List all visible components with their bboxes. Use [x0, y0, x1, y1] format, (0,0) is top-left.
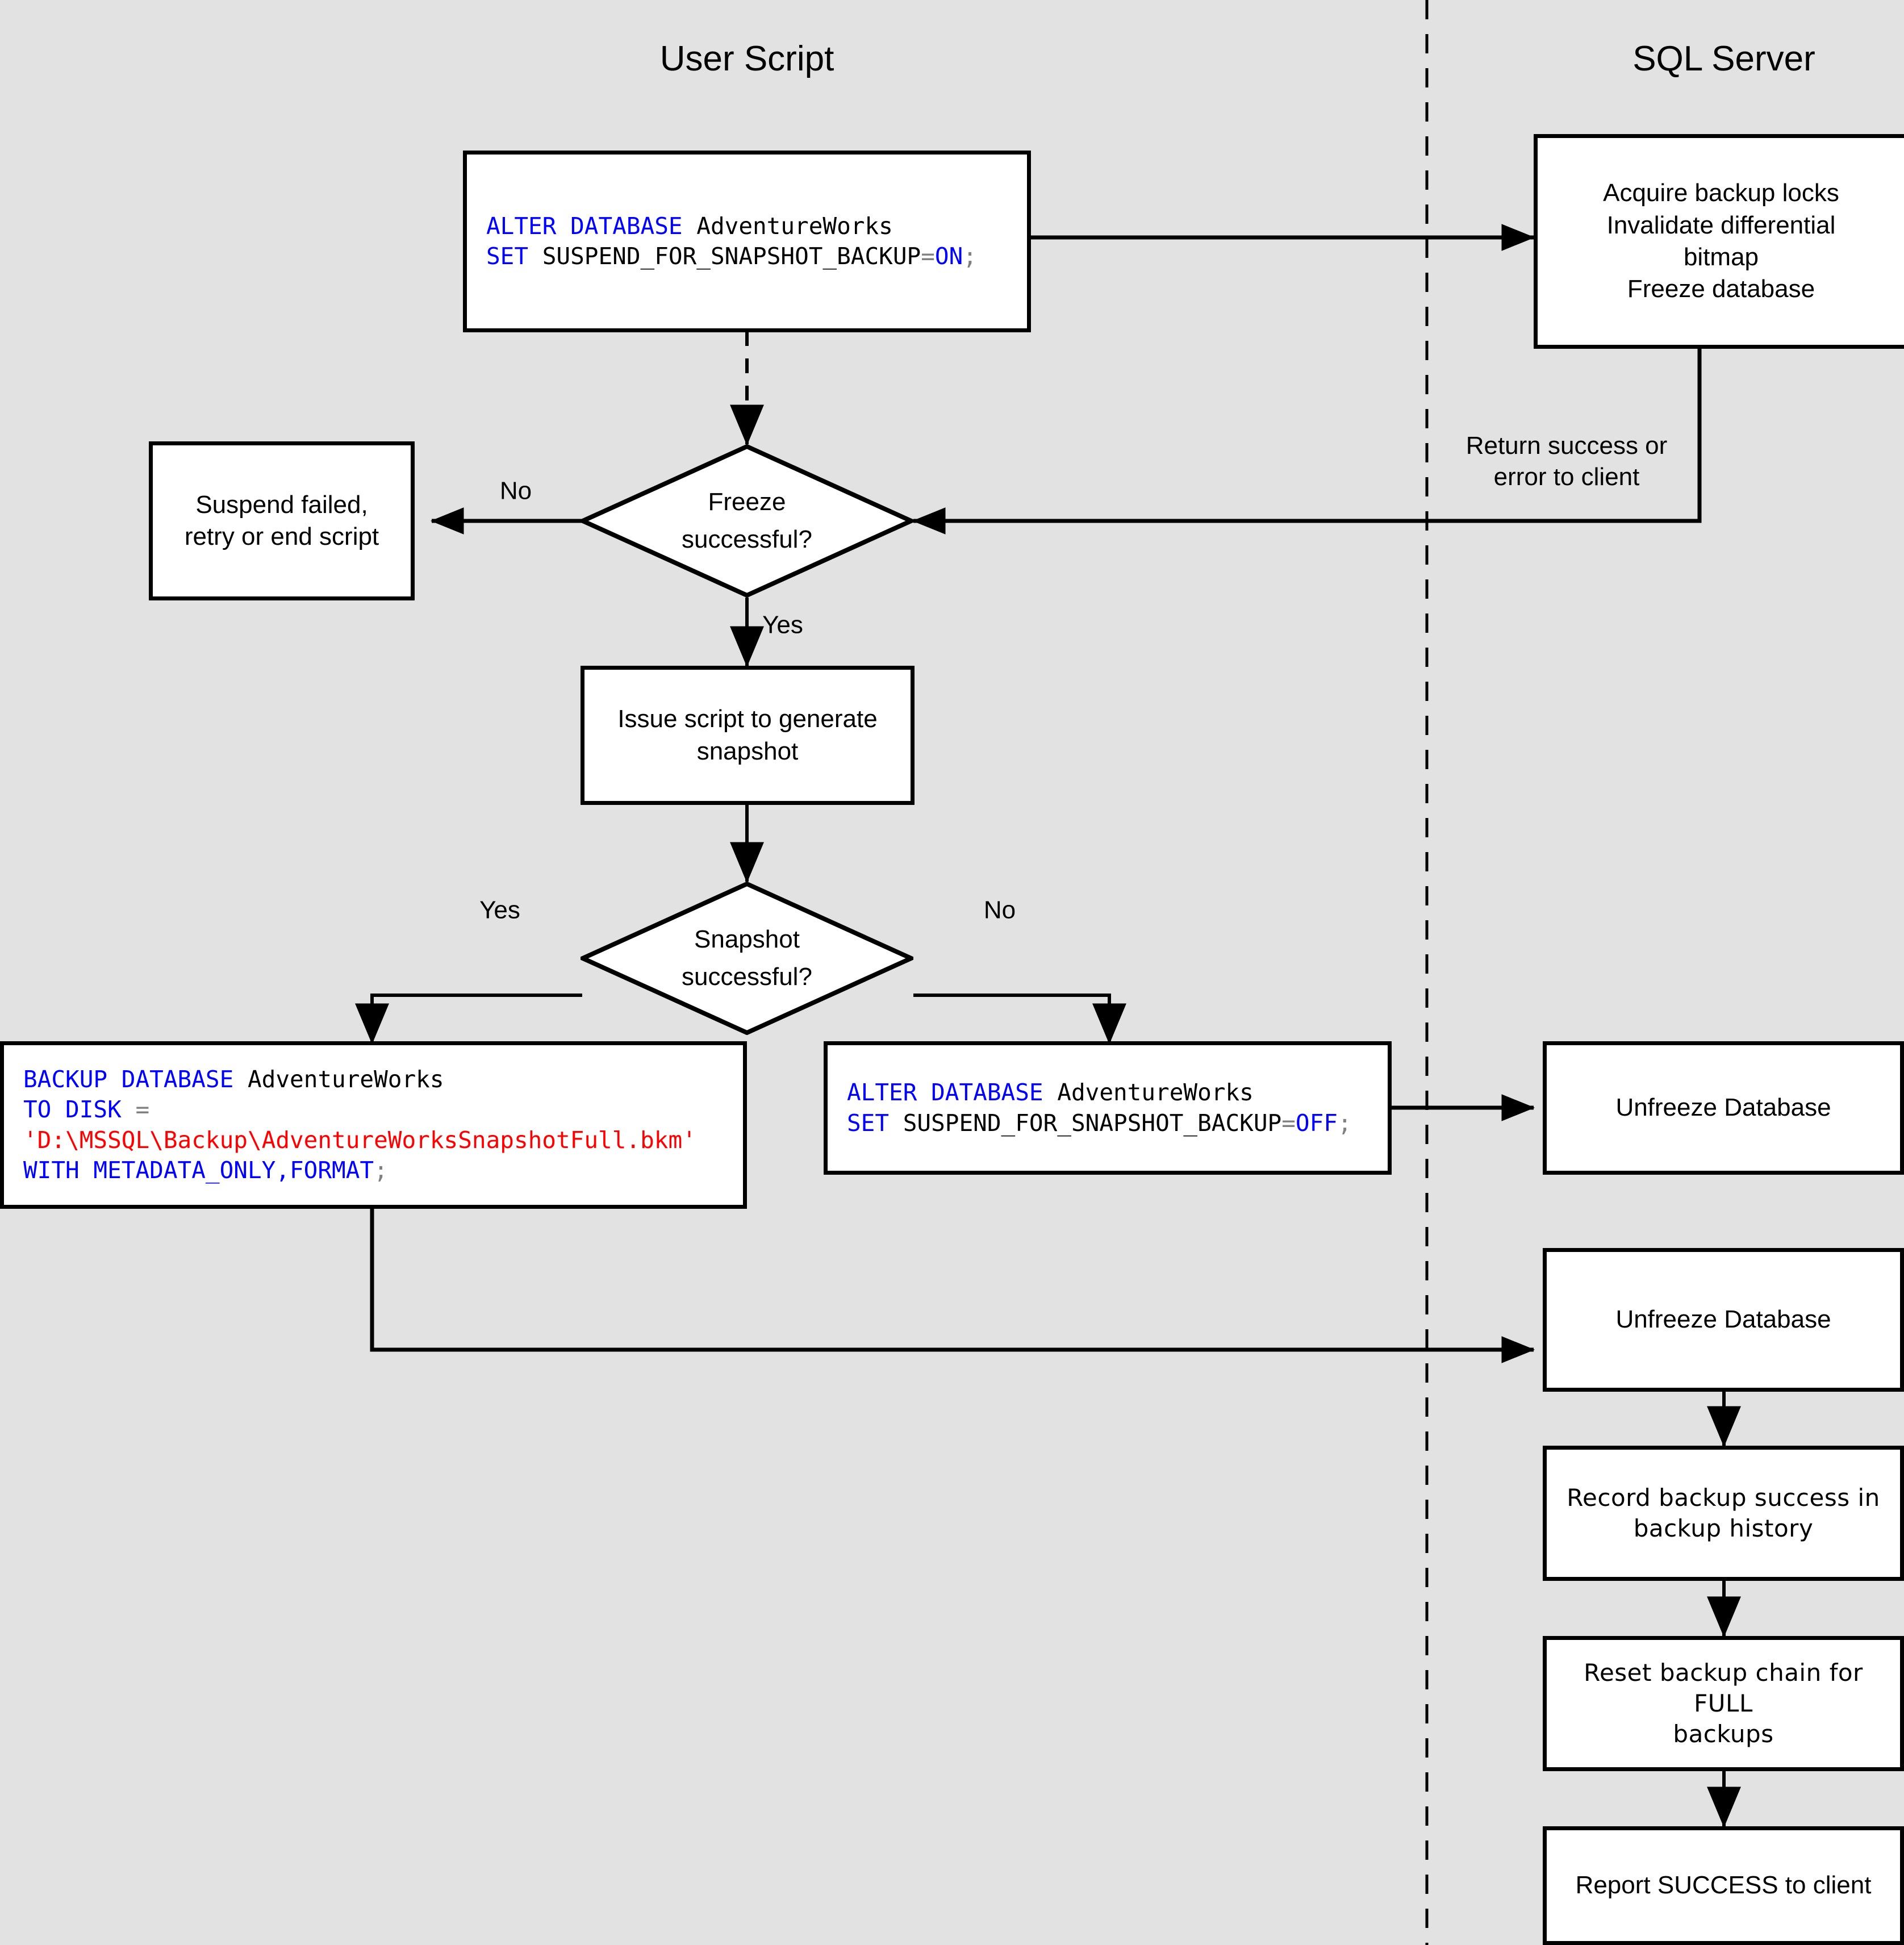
- unfreeze-database-box-1[interactable]: Unfreeze Database: [1543, 1041, 1904, 1175]
- alter-database-suspend-off-code: ALTER DATABASE AdventureWorks SET SUSPEN…: [847, 1079, 1352, 1137]
- unfreeze-database-label-2: Unfreeze Database: [1615, 1305, 1831, 1334]
- suspend-failed-label: Suspend failed,retry or end script: [184, 490, 379, 550]
- alter-database-suspend-on-box[interactable]: ALTER DATABASE AdventureWorks SET SUSPEN…: [463, 151, 1031, 332]
- edge-label-snapshot-no: No: [983, 896, 1016, 924]
- backup-database-code: BACKUP DATABASE AdventureWorks TO DISK =…: [23, 1065, 696, 1184]
- alter-database-suspend-off-box[interactable]: ALTER DATABASE AdventureWorks SET SUSPEN…: [824, 1041, 1392, 1175]
- edge-label-snapshot-yes: Yes: [479, 896, 520, 924]
- lane-title-user-script: User Script: [659, 39, 834, 78]
- edge-backup-to-unfreeze2: [370, 1209, 1535, 1363]
- unfreeze-database-label-1: Unfreeze Database: [1615, 1093, 1831, 1122]
- edge-snapshot-no: [913, 994, 1126, 1045]
- lane-title-sql-server: SQL Server: [1632, 39, 1815, 78]
- backup-database-box[interactable]: BACKUP DATABASE AdventureWorks TO DISK =…: [0, 1041, 747, 1209]
- snapshot-diamond-shape: [577, 881, 917, 1036]
- edge-label-freeze-yes: Yes: [762, 611, 803, 639]
- suspend-failed-box[interactable]: Suspend failed,retry or end script: [149, 441, 415, 600]
- unfreeze-database-box-2[interactable]: Unfreeze Database: [1543, 1248, 1904, 1392]
- alter-database-suspend-on-code: ALTER DATABASE AdventureWorks SET SUSPEN…: [486, 212, 977, 270]
- freeze-diamond-shape: [577, 444, 917, 598]
- report-success-label: Report SUCCESS to client: [1575, 1871, 1872, 1900]
- report-success-box[interactable]: Report SUCCESS to client: [1543, 1826, 1904, 1945]
- edge-label-freeze-no: No: [499, 477, 532, 505]
- edge-snapshot-yes: [355, 994, 582, 1045]
